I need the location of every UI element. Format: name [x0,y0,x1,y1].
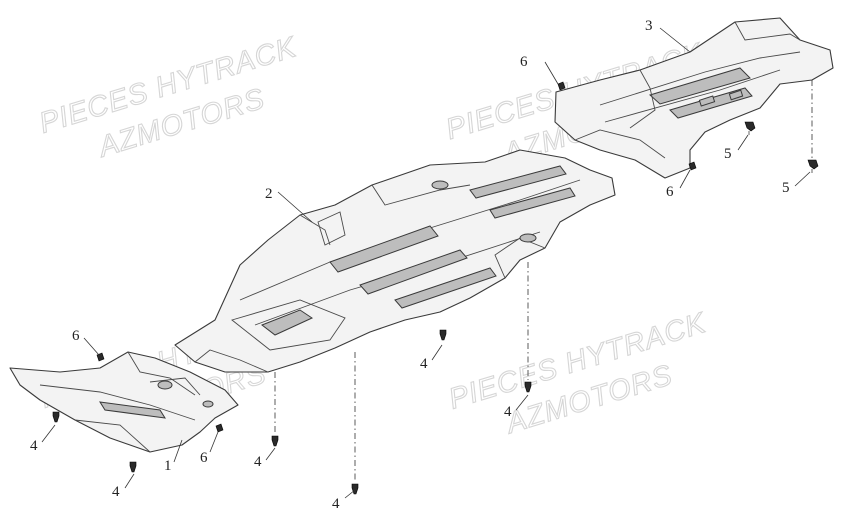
callout-number: 1 [164,458,172,474]
callout-number: 6 [520,54,528,70]
bolt-icon [271,435,279,447]
callout-number: 4 [112,484,120,500]
bolt-icon [351,483,359,495]
bolt-icon [439,329,447,341]
callout-number: 4 [332,496,340,512]
callout-number: 4 [30,438,38,454]
bolt-icon [52,411,60,423]
bolt-icon [129,461,137,473]
callout-number: 5 [782,180,790,196]
central-skid-plate [174,149,616,373]
bolt-icon [807,159,819,173]
bolt-icon [557,81,566,91]
bolt-icon [524,381,532,393]
callout-number: 6 [72,328,80,344]
leader-lines [41,27,811,499]
front-skid-plate [9,351,239,453]
callout-number: 3 [645,18,653,34]
callout-number: 6 [666,184,674,200]
watermark-group-bottom-right: PIECES HYTRACK AZMOTORS [445,306,711,441]
callout-number: 6 [200,450,208,466]
callout-number: 4 [254,454,262,470]
bolt-group [52,81,819,495]
callout-number: 4 [504,404,512,420]
callout-labels: 3 6 5 5 6 2 4 4 4 4 1 4 4 6 6 [30,18,790,512]
rear-skid-plate [554,17,834,179]
callout-number: 4 [420,356,428,372]
watermark-group-top-left: PIECES HYTRACK AZMOTORS [35,30,301,164]
bolt-icon [215,423,224,433]
callout-number: 5 [724,146,732,162]
bolt-icon [688,161,697,171]
callout-number: 2 [265,186,273,202]
bolt-icon [744,121,756,135]
